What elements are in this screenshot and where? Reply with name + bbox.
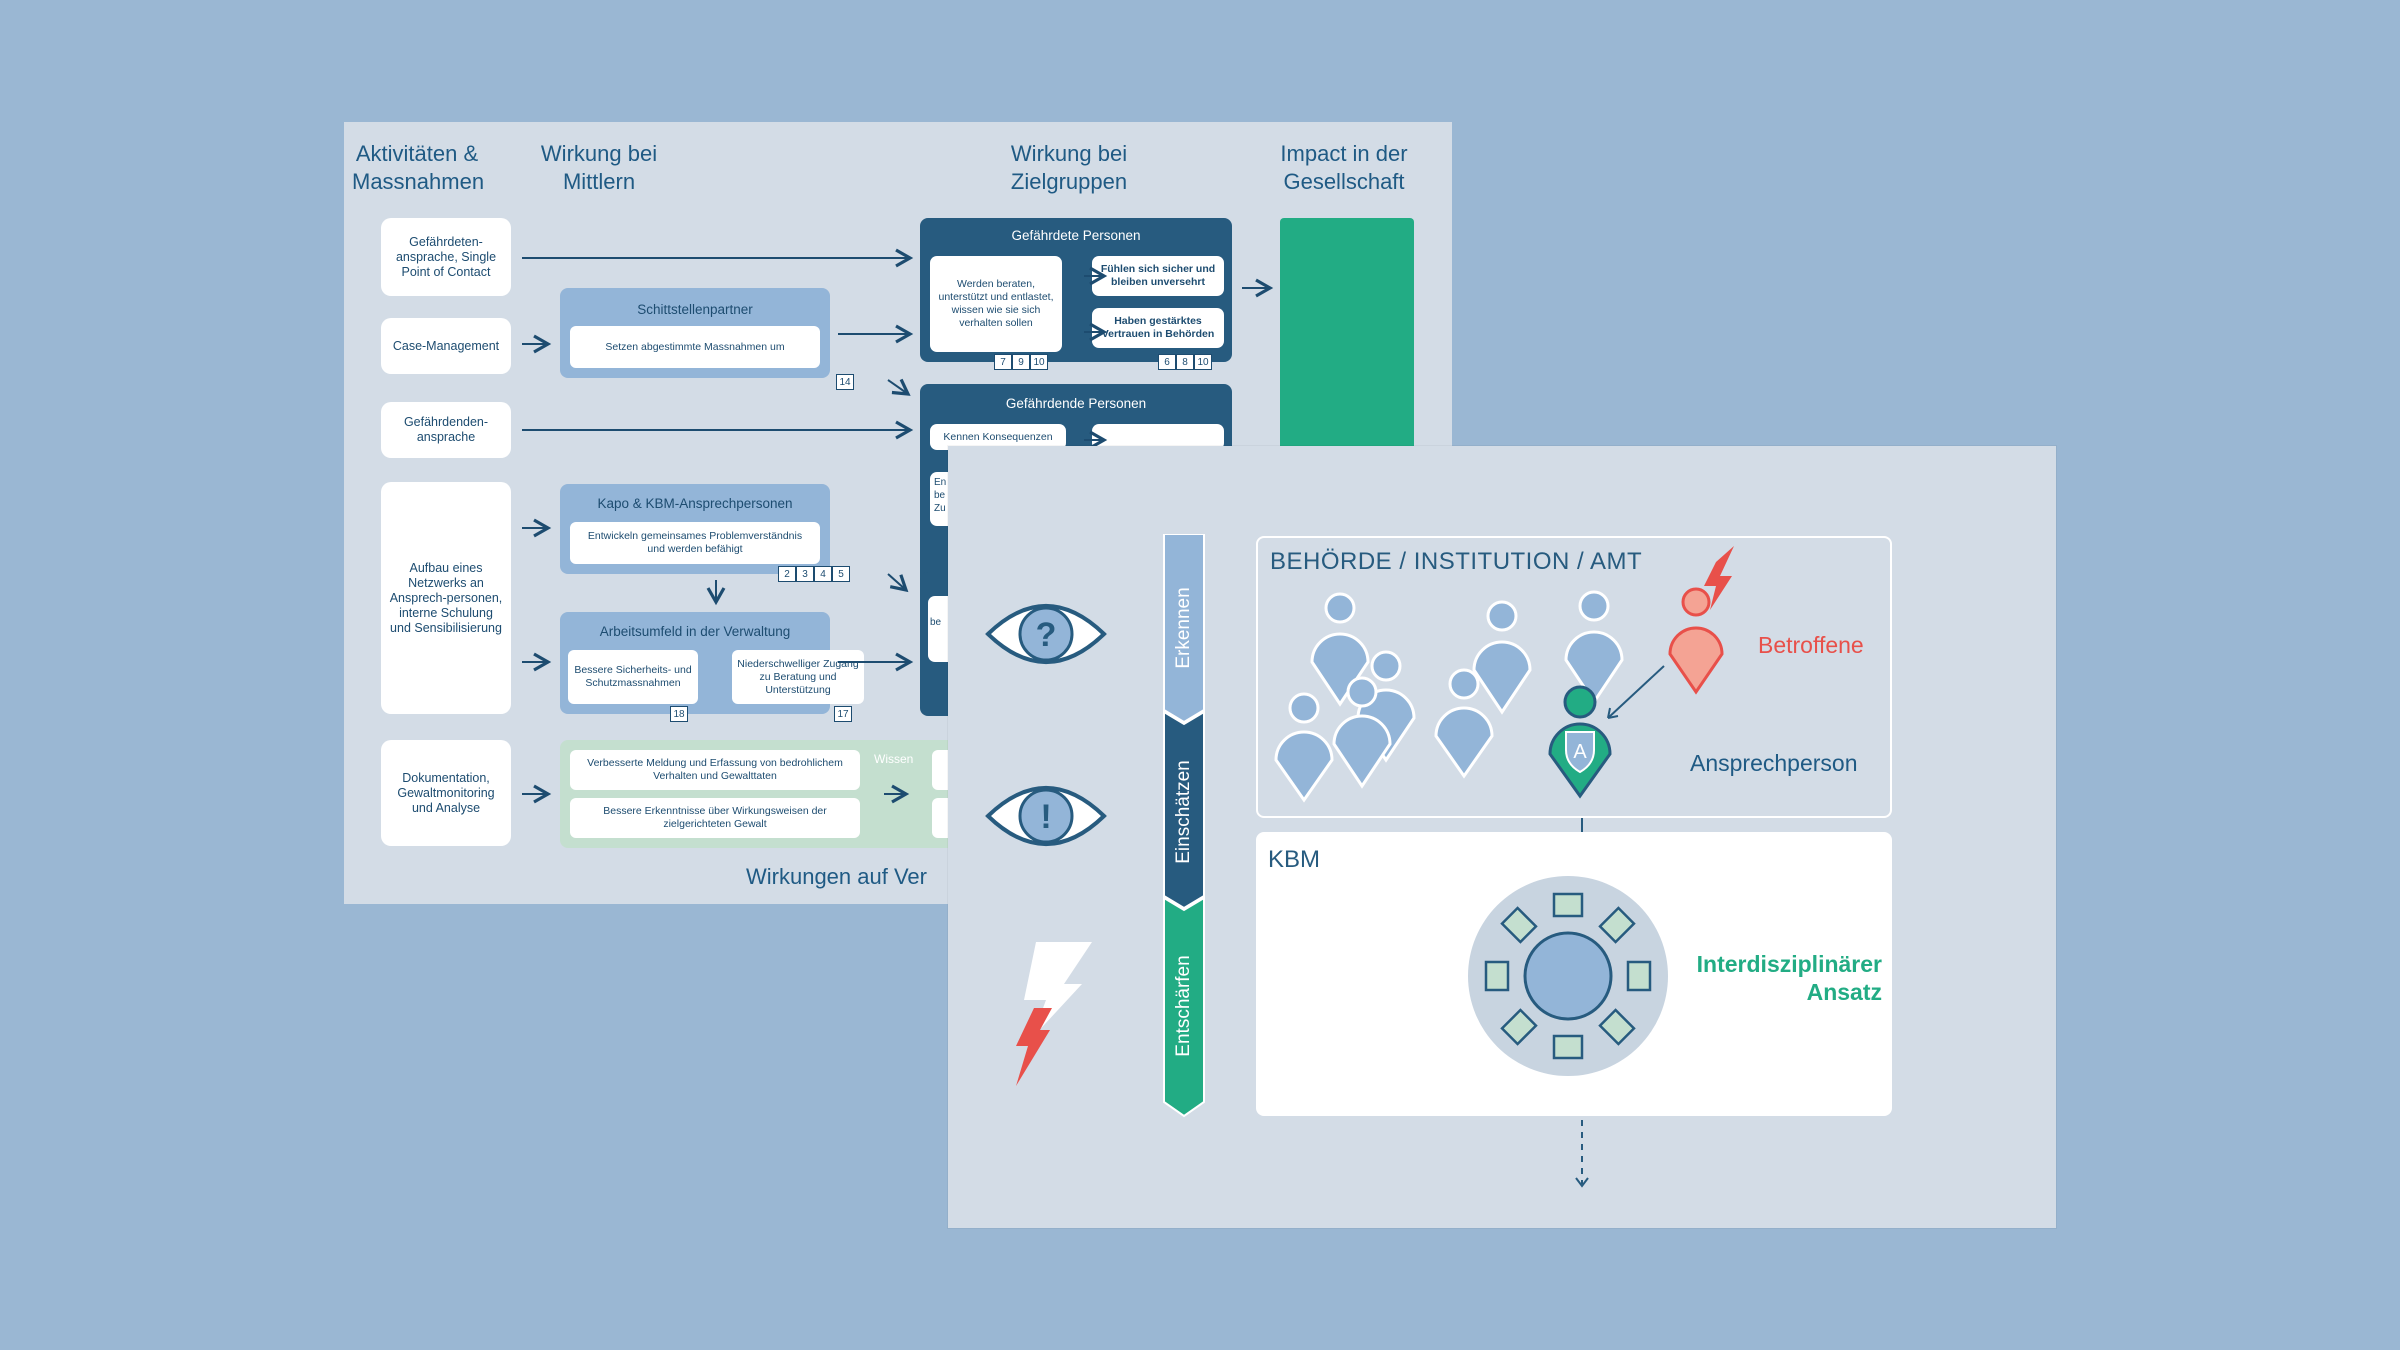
interdisziplinaer-label: Interdisziplinärer Ansatz (1696, 951, 1882, 1005)
gefaehrdete-main: Werden beraten, unterstützt und entlaste… (930, 256, 1062, 352)
behoerde-box: BEHÖRDE / INSTITUTION / AMT Betroffene A… (1256, 536, 1892, 818)
header-mittler: Wirkung bei Mittlern (540, 141, 658, 194)
activity-case-management: Case-Management (381, 318, 511, 374)
phase-arrow (1163, 534, 1205, 1118)
phase-einschaetzen: Einschätzen (1173, 760, 1194, 864)
box-schnittstellenpartner: Schittstellenpartner Setzen abgestimmte … (560, 288, 854, 390)
badge: 10 (1194, 354, 1212, 370)
phase-entschaerfen: Entschärfen (1173, 955, 1194, 1057)
activity-netzwerk: Aufbau eines Netzwerks an Ansprech-perso… (381, 482, 511, 714)
schnittstellen-text: Setzen abgestimmte Massnahmen um (570, 326, 820, 368)
betroffene-label: Betroffene (1758, 632, 1864, 658)
activity-gefaehrdetenansprache: Gefährdeten-ansprache, Single Point of C… (381, 218, 511, 296)
box-gefaehrdete-personen: Gefährdete Personen Werden beraten, unte… (920, 218, 1232, 362)
eye2-symbol: ! (1040, 798, 1051, 836)
badge: 14 (836, 374, 854, 390)
box-arbeitsumfeld: Arbeitsumfeld in der Verwaltung Bessere … (560, 612, 864, 714)
lightning-icon (1016, 942, 1092, 1086)
gefaehrdete-r1: Fühlen sich sicher und bleiben unversehr… (1092, 256, 1224, 296)
gefaehrdete-title: Gefährdete Personen (1011, 228, 1141, 243)
header-impact: Impact in der Gesellschaft (1280, 141, 1408, 194)
people-group: A (1274, 546, 1734, 803)
badge: 3 (796, 566, 814, 582)
badge: 18 (670, 706, 688, 722)
badge: 7 (994, 354, 1012, 370)
arbeitsumfeld-title: Arbeitsumfeld in der Verwaltung (599, 624, 791, 639)
process-sheet: ? ! Erkennen Einschätzen Entschärfen BEH… (948, 446, 2056, 1228)
gefaehrdende-item1: Kennen Konsequenzen (930, 424, 1066, 450)
phase-erkennen: Erkennen (1173, 587, 1194, 669)
doku-item1: Verbesserte Meldung und Erfassung von be… (570, 750, 860, 790)
badge: 6 (1158, 354, 1176, 370)
kapo-title: Kapo & KBM-Ansprechpersonen (597, 496, 793, 511)
gefaehrdende-title: Gefährdende Personen (1005, 396, 1147, 411)
badge: 2 (778, 566, 796, 582)
kbm-title: KBM (1268, 846, 1321, 873)
box-dokumentation-wirkung: Verbesserte Meldung und Erfassung von be… (560, 740, 1000, 848)
header-activities: Aktivitäten & Massnahmen (352, 141, 485, 194)
footer-wirkungen: Wirkungen auf Ver (746, 864, 927, 889)
badge: 10 (1030, 354, 1048, 370)
activity-dokumentation: Dokumentation, Gewaltmonitoring und Anal… (381, 740, 511, 846)
badge: 4 (814, 566, 832, 582)
badge: 8 (1176, 354, 1194, 370)
doku-item2: Bessere Erkenntnisse über Wirkungsweisen… (570, 798, 860, 838)
kapo-text: Entwickeln gemeinsames Problemverständni… (570, 522, 820, 564)
gefaehrdete-r2: Haben gestärktes Vertrauen in Behörden (1092, 308, 1224, 348)
flow-arrows (522, 248, 1274, 804)
round-table-icon (1468, 876, 1668, 1076)
badge: 17 (834, 706, 852, 722)
eye-exclamation-icon: ! (985, 786, 1107, 846)
box-kapo-kbm: Kapo & KBM-Ansprechpersonen Entwickeln g… (560, 484, 830, 574)
eye1-symbol: ? (1036, 616, 1057, 654)
eye-question-icon: ? (985, 604, 1107, 664)
arbeitsumfeld-right: Niederschwelliger Zugang zu Beratung und… (732, 650, 864, 704)
activity-gefaehrdendenansprache: Gefährdenden-ansprache (381, 402, 511, 458)
wissen-label: Wissen (874, 752, 914, 766)
arbeitsumfeld-left: Bessere Sicherheits- und Schutzmassnahme… (568, 650, 698, 704)
behoerde-title: BEHÖRDE / INSTITUTION / AMT (1270, 548, 1643, 575)
badge: 9 (1012, 354, 1030, 370)
badge: 5 (832, 566, 850, 582)
header-zielgruppen: Wirkung bei Zielgruppen (1010, 141, 1128, 194)
ansprech-letter: A (1573, 741, 1587, 763)
schnittstellen-title: Schittstellenpartner (637, 302, 753, 317)
ansprechperson-label: Ansprechperson (1690, 750, 1858, 776)
gefaehrdende-partial (1092, 424, 1224, 450)
